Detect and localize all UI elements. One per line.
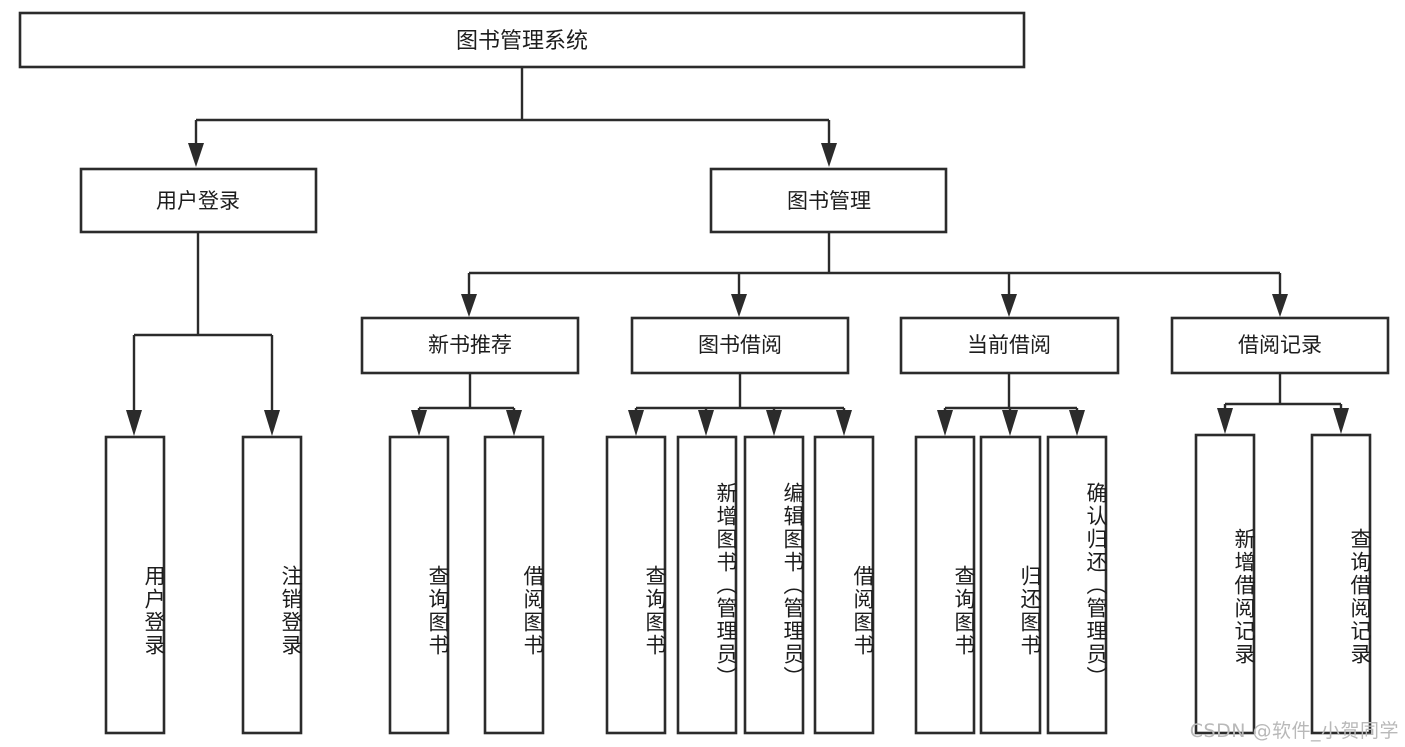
leaf-box-new-book-0[interactable] <box>388 435 450 735</box>
leaf-box-user-login-1[interactable] <box>241 435 303 735</box>
node-current-borrow-label: 当前借阅 <box>967 333 1051 357</box>
leaf-box-current-borrow-1[interactable] <box>979 435 1042 735</box>
node-book-borrow-box[interactable] <box>630 316 850 375</box>
arrow-head-current-borrow <box>1001 294 1017 317</box>
arrow-head-book-mgmt <box>821 143 837 167</box>
connector-group-user-login <box>126 232 280 436</box>
leaf-box-new-book-1[interactable] <box>483 435 545 735</box>
arrow-head-leaf-user-login-1 <box>264 410 280 436</box>
node-book-mgmt-box[interactable] <box>709 167 948 234</box>
arrow-head-leaf-book-borrow-0 <box>628 410 644 436</box>
arrow-head-leaf-current-borrow-1 <box>1002 410 1018 436</box>
leaf-box-book-borrow-1[interactable] <box>676 435 738 735</box>
node-new-book-label: 新书推荐 <box>428 333 512 357</box>
arrow-head-borrow-record <box>1272 294 1288 317</box>
leaf-box-book-borrow-3[interactable] <box>813 435 875 735</box>
leaf-box-current-borrow-2[interactable] <box>1046 435 1108 735</box>
arrow-head-leaf-current-borrow-0 <box>937 410 953 436</box>
arrow-head-leaf-new-book-0 <box>411 410 427 436</box>
node-borrow-record-box[interactable] <box>1170 316 1390 375</box>
connector-group-book-borrow <box>628 373 852 436</box>
node-new-book-box[interactable] <box>360 316 580 375</box>
arrow-head-leaf-current-borrow-2 <box>1069 410 1085 436</box>
connector-group-current-borrow <box>937 373 1085 436</box>
connector-group-book-mgmt <box>461 232 1288 317</box>
arrow-head-leaf-book-borrow-3 <box>836 410 852 436</box>
leaf-box-borrow-record-0[interactable] <box>1194 433 1256 735</box>
leaf-box-user-login-0[interactable] <box>104 435 166 735</box>
node-root-label: 图书管理系统 <box>456 29 588 54</box>
node-book-borrow-label: 图书借阅 <box>698 333 782 357</box>
leaf-box-book-borrow-0[interactable] <box>605 435 667 735</box>
connector-group-root <box>188 67 837 167</box>
leaf-box-book-borrow-2[interactable] <box>743 435 805 735</box>
node-book-mgmt-label: 图书管理 <box>787 189 871 213</box>
arrow-head-new-book <box>461 294 477 317</box>
arrow-head-leaf-new-book-1 <box>506 410 522 436</box>
connector-group-borrow-record <box>1217 373 1349 434</box>
leaf-box-borrow-record-1[interactable] <box>1310 433 1372 735</box>
arrow-head-book-borrow <box>731 294 747 317</box>
arrow-head-leaf-book-borrow-2 <box>766 410 782 436</box>
leaf-box-current-borrow-0[interactable] <box>914 435 976 735</box>
node-current-borrow-box[interactable] <box>899 316 1120 375</box>
arrow-head-leaf-book-borrow-1 <box>698 410 714 436</box>
node-root-box[interactable] <box>18 11 1026 69</box>
arrow-head-leaf-borrow-record-1 <box>1333 408 1349 434</box>
arrow-head-user-login <box>188 143 204 167</box>
node-borrow-record-label: 借阅记录 <box>1238 333 1322 357</box>
arrow-head-leaf-user-login-0 <box>126 410 142 436</box>
node-user-login-label: 用户登录 <box>156 189 240 213</box>
csdn-watermark: CSDN @软件_小贺同学 <box>1189 720 1399 742</box>
arrow-head-leaf-borrow-record-0 <box>1217 408 1233 434</box>
connector-group-new-book <box>411 373 522 436</box>
